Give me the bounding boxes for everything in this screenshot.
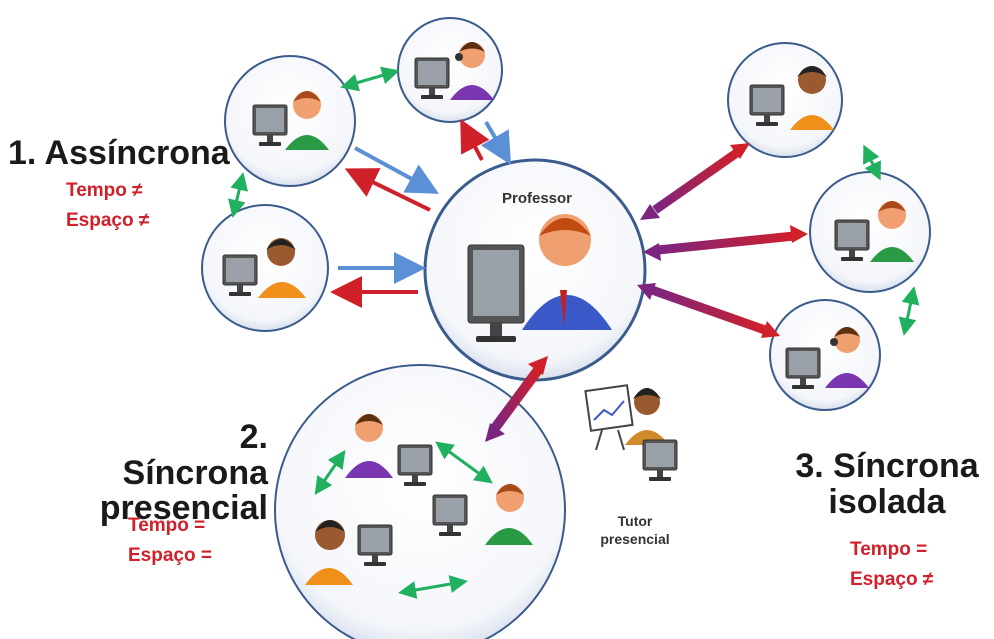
student-circle-5 (809, 171, 931, 293)
student-icon-5 (834, 201, 914, 262)
arrow-purple-1 (640, 143, 750, 220)
group-student-icon-3 (305, 520, 393, 585)
mode-2-conditions: Tempo = Espaço = (128, 511, 212, 572)
mode-2-espaco: Espaço = (128, 545, 212, 567)
mode-3-conditions: Tempo = Espaço ≠ (850, 535, 933, 596)
mode-3-tempo: Tempo = (850, 539, 928, 560)
arrow-purple-2 (643, 225, 808, 261)
arrow-red-2 (460, 118, 490, 161)
professor-label: Professor (501, 190, 573, 207)
student-icon-2 (414, 42, 494, 100)
mode-3-espaco: Espaço ≠ (850, 569, 934, 591)
student-circle-1 (224, 55, 356, 187)
arrow-purple-3 (637, 283, 780, 338)
mode-3-title-line1: 3. Síncrona (795, 447, 979, 485)
arrow-green-4 (898, 286, 920, 336)
student-circle-2 (397, 17, 503, 123)
mode-3-title: 3. Síncrona isolada (790, 447, 984, 521)
student-circle-4 (727, 42, 843, 158)
arrow-green-2 (227, 172, 249, 218)
student-icon-3 (222, 238, 306, 298)
arrow-red-1 (344, 168, 431, 212)
arrow-purple-4 (485, 356, 548, 442)
arrow-green-5 (314, 450, 346, 495)
mode-3-title-line2: isolada (828, 482, 946, 521)
tutor-icon (584, 384, 678, 482)
tutor-label-line1: Tutor (617, 513, 653, 529)
arrow-green-3 (863, 144, 881, 181)
mode-1-conditions: Tempo ≠ Espaço ≠ (66, 176, 149, 237)
tutor-label: Tutor presencial (580, 513, 690, 548)
mode-2-title: 2. Síncrona presencial (88, 418, 268, 528)
mode-2-tempo: Tempo = (128, 515, 206, 536)
mode-1-title: 1. Assíncrona (8, 134, 230, 172)
arrow-blue-2 (481, 120, 512, 165)
professor-icon (467, 214, 612, 342)
student-icon-1 (252, 91, 329, 150)
arrow-blue-1 (354, 146, 440, 194)
group-student-icon-2 (432, 484, 533, 545)
mode-2-title-line1: 2. Síncrona (122, 418, 268, 492)
arrow-green-6 (435, 441, 493, 484)
mode-2-title-line2: presencial (99, 489, 268, 528)
mode-1-tempo: Tempo ≠ (66, 180, 143, 201)
arrow-green-7 (398, 575, 468, 599)
mode-1-espaco: Espaço ≠ (66, 210, 150, 232)
arrow-green-1 (340, 66, 400, 92)
student-icon-6 (785, 327, 869, 390)
group-student-icon-1 (345, 414, 433, 487)
student-circle-3 (201, 204, 329, 332)
student-icon-4 (749, 66, 834, 130)
tutor-label-line2: presencial (600, 530, 670, 547)
